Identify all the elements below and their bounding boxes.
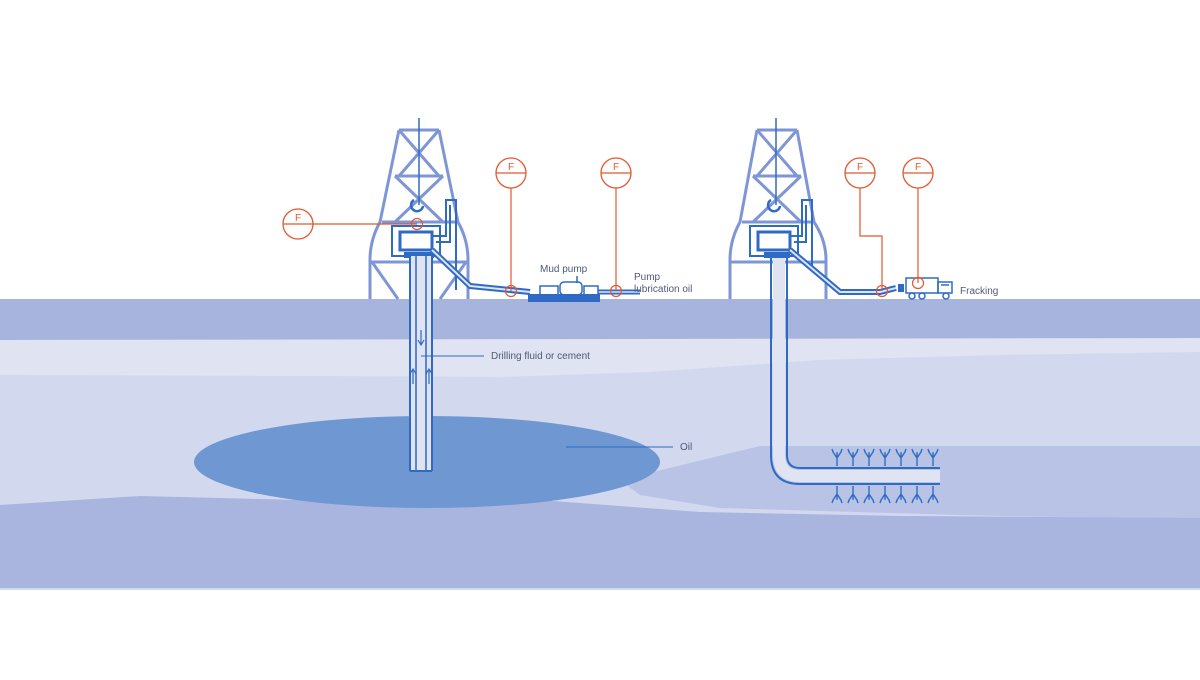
mud-pump [528,276,600,302]
hook-icon [766,198,782,213]
fracture-mark [863,486,875,504]
layer-bedrock [0,496,1200,588]
fracture-mark [831,486,843,504]
fracture-mark [879,486,891,504]
tap-point-icon [875,284,889,298]
flow-meter-letter: F [915,162,921,173]
fracture-mark [895,486,907,504]
mud-pump-label: Mud pump [540,264,588,275]
pump-lubrication-label-line1: Pump [634,272,661,283]
geology-layers [0,299,1200,590]
layer-light [0,330,1200,377]
flow-meter-letter: F [508,162,514,173]
tap-point-icon [609,284,623,298]
fracture-mark [863,448,875,466]
pump-lubrication-label-line2: lubrication oil [634,284,692,295]
drilling-fluid-label: Drilling fluid or cement [491,351,590,362]
fracture-mark [895,448,907,466]
flow-meter-tag: F [282,208,424,240]
fracture-mark [879,448,891,466]
arrow-up-icon [425,367,433,384]
flow-meter-tag: F [495,157,527,298]
fracture-mark [847,448,859,466]
fracking-truck [898,277,953,300]
surface-layer [0,299,1200,335]
flow-meter-letter: F [613,162,619,173]
fracking-label: Fracking [960,286,998,297]
flow-meter-letter: F [295,213,301,224]
fracture-mark [831,448,843,466]
flow-meter-letter: F [857,162,863,173]
fracture-marks [831,448,939,504]
arrow-up-icon [409,367,417,384]
flow-meter-tag: F [902,157,934,290]
right-well-bore [770,256,940,485]
left-well-bore [409,256,433,472]
fracture-mark [927,486,939,504]
fracture-mark [927,448,939,466]
fracture-mark [911,486,923,504]
fracture-mark [911,448,923,466]
hook-icon [409,198,425,213]
flow-meter-tag: F [600,157,632,298]
surface-layer-edge [0,330,1200,340]
tap-point-icon [504,284,518,298]
oil-label: Oil [680,442,692,453]
flow-meter-tags: F F F F F [282,157,934,298]
tap-point-icon [410,217,424,231]
tap-point-icon [911,276,925,290]
arrow-down-icon [417,330,425,347]
left-rig-equipment [391,118,640,295]
fracture-mark [847,486,859,504]
labels: Mud pump Pump lubrication oil Drilling f… [421,264,998,453]
flow-meter-tag: F [844,157,889,298]
